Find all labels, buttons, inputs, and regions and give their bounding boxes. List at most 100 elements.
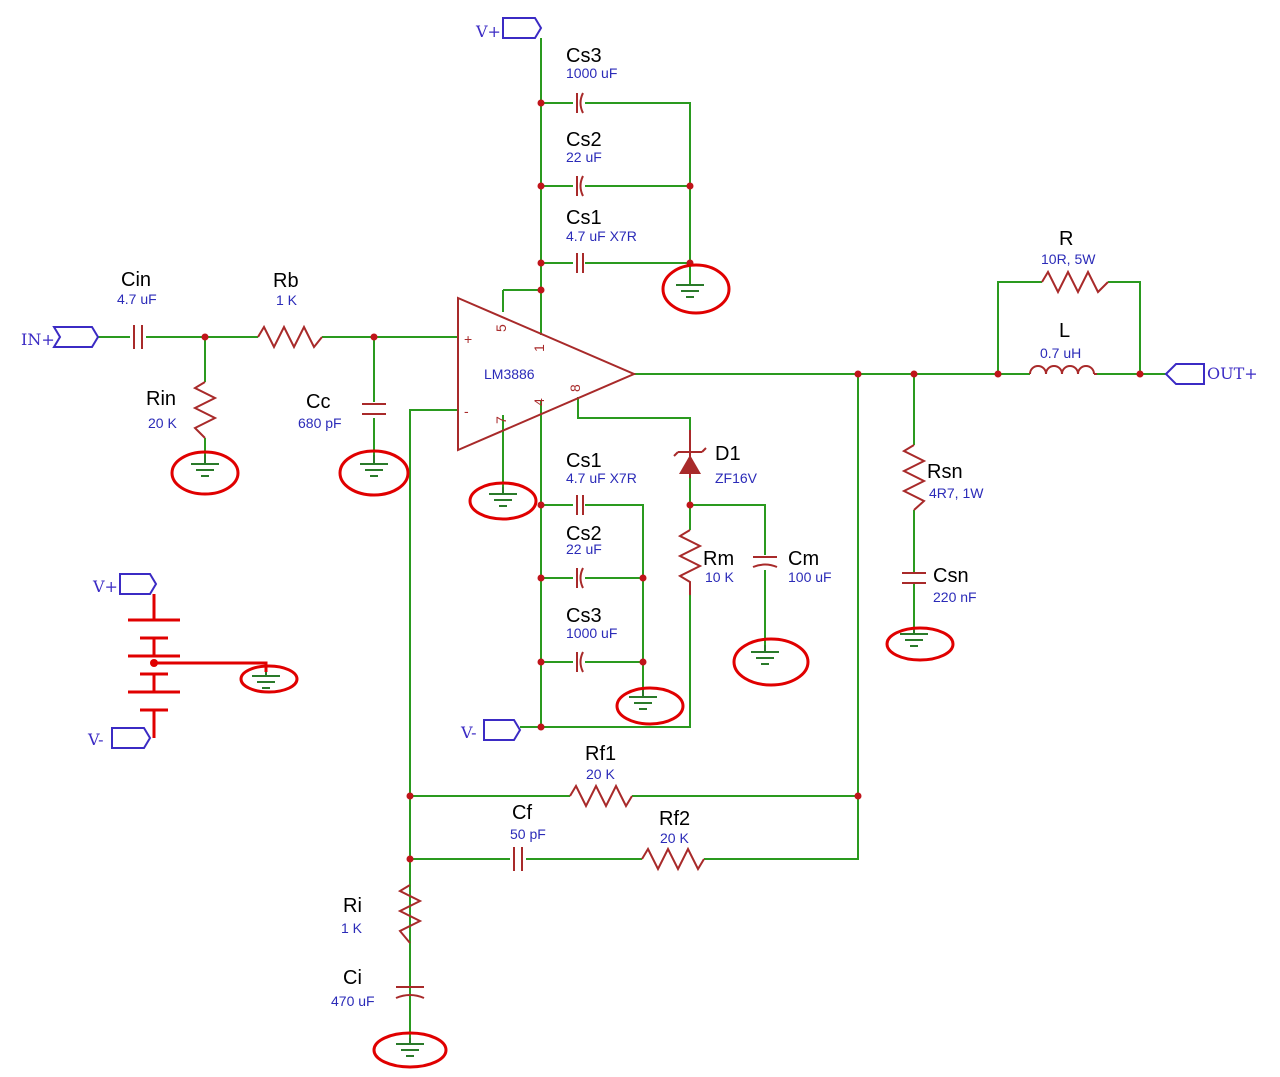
- rm-resistor: [677, 529, 703, 595]
- cs2-bottom-value: 22 uF: [566, 541, 602, 557]
- pin-minus: -: [464, 403, 469, 419]
- junction-dots: [201, 99, 1144, 863]
- rm-ref: Rm: [703, 548, 734, 570]
- rin-value: 20 K: [148, 415, 177, 431]
- r-ref: R: [1059, 228, 1073, 250]
- cm-ref: Cm: [788, 548, 819, 570]
- pin-4: 4: [531, 398, 547, 406]
- cs1-top-ref: Cs1: [566, 207, 602, 229]
- ground-icon: [676, 284, 704, 298]
- cs3-bottom-capacitor: [576, 651, 584, 673]
- cin-capacitor: [133, 325, 143, 349]
- port-label-in: IN+: [21, 330, 55, 349]
- ports: V+ IN+ OUT+ V- V+ V-: [21, 17, 1258, 749]
- cs2-top-capacitor: [576, 175, 584, 197]
- ground-icon: [396, 1038, 424, 1057]
- ground-icon: [751, 645, 779, 665]
- port-vminus-supply: [111, 727, 152, 749]
- chip-name: LM3886: [484, 366, 535, 382]
- ground-icon: [252, 664, 280, 689]
- cs1-bottom-ref: Cs1: [566, 450, 602, 472]
- rsn-resistor: [901, 444, 927, 511]
- port-label-vplus-supply: V+: [92, 577, 118, 596]
- port-label-vminus-mid: V-: [460, 723, 477, 742]
- rin-resistor: [192, 381, 218, 439]
- ci-ref: Ci: [343, 967, 362, 989]
- ground-icon: [489, 487, 517, 507]
- port-in: [52, 326, 100, 348]
- l-inductor: [1029, 365, 1097, 375]
- cs1-bottom-capacitor: [576, 495, 584, 515]
- port-out: [1164, 363, 1205, 385]
- r-resistor: [1041, 269, 1109, 295]
- cin-value: 4.7 uF: [117, 291, 157, 307]
- ground-icon: [629, 690, 657, 710]
- rin-ref: Rin: [146, 388, 176, 410]
- wires: [98, 38, 1166, 1040]
- port-label-vplus-top: V+: [475, 22, 501, 41]
- rm-value: 10 K: [705, 569, 734, 585]
- cs3-top-value: 1000 uF: [566, 65, 617, 81]
- csn-value: 220 nF: [933, 589, 977, 605]
- csn-capacitor: [902, 572, 926, 584]
- cm-value: 100 uF: [788, 569, 832, 585]
- ci-capacitor: [395, 986, 425, 999]
- chip-labels: LM3886 + - 5 1 8 7 4: [464, 324, 583, 424]
- port-vplus-top: [502, 17, 543, 39]
- cs3-bottom-value: 1000 uF: [566, 625, 617, 641]
- ground-icon: [900, 630, 928, 647]
- components: [133, 92, 1109, 999]
- cs2-bottom-capacitor: [576, 567, 584, 589]
- rf1-value: 20 K: [586, 766, 615, 782]
- ri-value: 1 K: [341, 920, 363, 936]
- ground-icon: [360, 455, 388, 477]
- rsn-ref: Rsn: [927, 461, 963, 483]
- cs1-top-capacitor: [576, 253, 584, 273]
- cs1-bottom-value: 4.7 uF X7R: [566, 470, 637, 486]
- d1-ref: D1: [715, 443, 741, 465]
- cs2-bottom-ref: Cs2: [566, 523, 602, 545]
- rf2-resistor: [641, 846, 705, 872]
- cs2-top-value: 22 uF: [566, 149, 602, 165]
- ri-resistor: [397, 884, 423, 944]
- cf-value: 50 pF: [510, 826, 546, 842]
- cc-ref: Cc: [306, 391, 330, 413]
- pin-1: 1: [531, 344, 547, 352]
- pin-plus: +: [464, 331, 472, 347]
- cs1-top-value: 4.7 uF X7R: [566, 228, 637, 244]
- cm-capacitor: [752, 556, 778, 568]
- cs3-top-capacitor: [576, 92, 584, 114]
- component-labels: Cs3 1000 uF Cs2 22 uF Cs1 4.7 uF X7R Cin…: [117, 45, 1096, 1009]
- rb-resistor: [257, 324, 323, 350]
- rf2-ref: Rf2: [659, 808, 690, 830]
- d1-value: ZF16V: [715, 470, 758, 486]
- r-value: 10R, 5W: [1041, 251, 1096, 267]
- port-label-vminus-supply: V-: [87, 730, 104, 749]
- lm3886-opamp: [457, 296, 637, 452]
- rb-ref: Rb: [273, 270, 299, 292]
- ground-symbols: [191, 284, 928, 1057]
- rb-value: 1 K: [276, 292, 298, 308]
- ground-icon: [191, 455, 219, 477]
- port-vminus-mid: [483, 719, 522, 741]
- cs3-top-ref: Cs3: [566, 45, 602, 67]
- cs3-bottom-ref: Cs3: [566, 605, 602, 627]
- pin-8: 8: [567, 384, 583, 392]
- pin-5: 5: [493, 324, 509, 332]
- cc-value: 680 pF: [298, 415, 342, 431]
- rf1-ref: Rf1: [585, 743, 616, 765]
- cs2-top-ref: Cs2: [566, 129, 602, 151]
- cc-capacitor: [362, 403, 386, 415]
- rsn-value: 4R7, 1W: [929, 485, 984, 501]
- d1-zener: [673, 430, 707, 478]
- csn-ref: Csn: [933, 565, 969, 587]
- cin-ref: Cin: [121, 269, 151, 291]
- cf-capacitor: [513, 847, 523, 871]
- rf1-resistor: [569, 783, 633, 809]
- cf-ref: Cf: [512, 802, 532, 824]
- pin-7: 7: [493, 416, 509, 424]
- rf2-value: 20 K: [660, 830, 689, 846]
- ci-value: 470 uF: [331, 993, 375, 1009]
- ri-ref: Ri: [343, 895, 362, 917]
